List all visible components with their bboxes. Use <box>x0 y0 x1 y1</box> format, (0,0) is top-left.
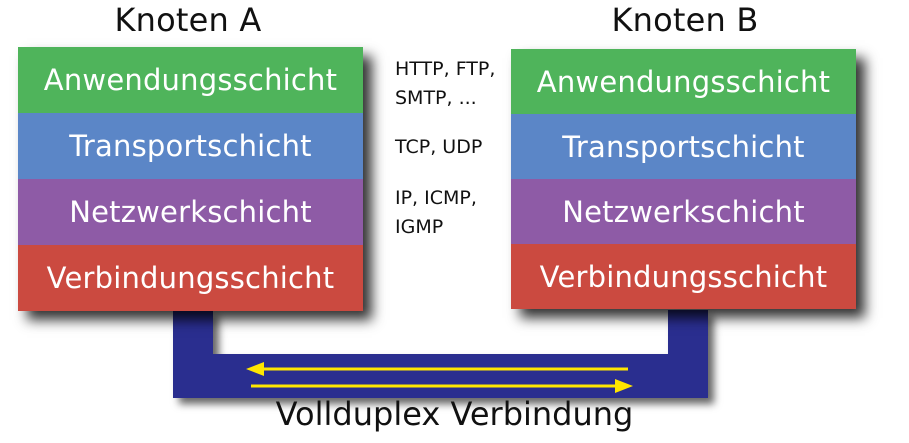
protocol-line: SMTP, ... <box>395 87 477 109</box>
protocol-line: TCP, UDP <box>395 136 483 158</box>
network-protocols: IP, ICMP, IGMP <box>395 184 477 242</box>
duplex-connection-label: Vollduplex Verbindung <box>275 395 634 433</box>
arrow-left-icon <box>246 362 628 376</box>
protocol-line: IP, ICMP, <box>395 187 477 209</box>
node-a-network-layer: Netzwerkschicht <box>18 179 363 245</box>
protocol-line: HTTP, FTP, <box>395 58 496 80</box>
node-b-transport-layer: Transportschicht <box>511 114 856 179</box>
protocol-line: IGMP <box>395 216 444 238</box>
transport-protocols: TCP, UDP <box>395 133 482 162</box>
node-a-link-layer: Verbindungsschicht <box>18 245 363 311</box>
arrow-right-icon <box>251 379 633 393</box>
node-b-title: Knoten B <box>611 1 759 39</box>
node-a-title: Knoten A <box>114 1 262 39</box>
node-b-application-layer: Anwendungsschicht <box>511 49 856 114</box>
node-a-application-layer: Anwendungsschicht <box>18 47 363 113</box>
node-b-network-layer: Netzwerkschicht <box>511 179 856 244</box>
node-b-stack: Anwendungsschicht Transportschicht Netzw… <box>511 49 856 309</box>
application-protocols: HTTP, FTP, SMTP, ... <box>395 55 495 113</box>
connection-cable <box>173 310 708 398</box>
node-b-link-layer: Verbindungsschicht <box>511 244 856 309</box>
node-a-transport-layer: Transportschicht <box>18 113 363 179</box>
node-a-stack: Anwendungsschicht Transportschicht Netzw… <box>18 47 363 311</box>
